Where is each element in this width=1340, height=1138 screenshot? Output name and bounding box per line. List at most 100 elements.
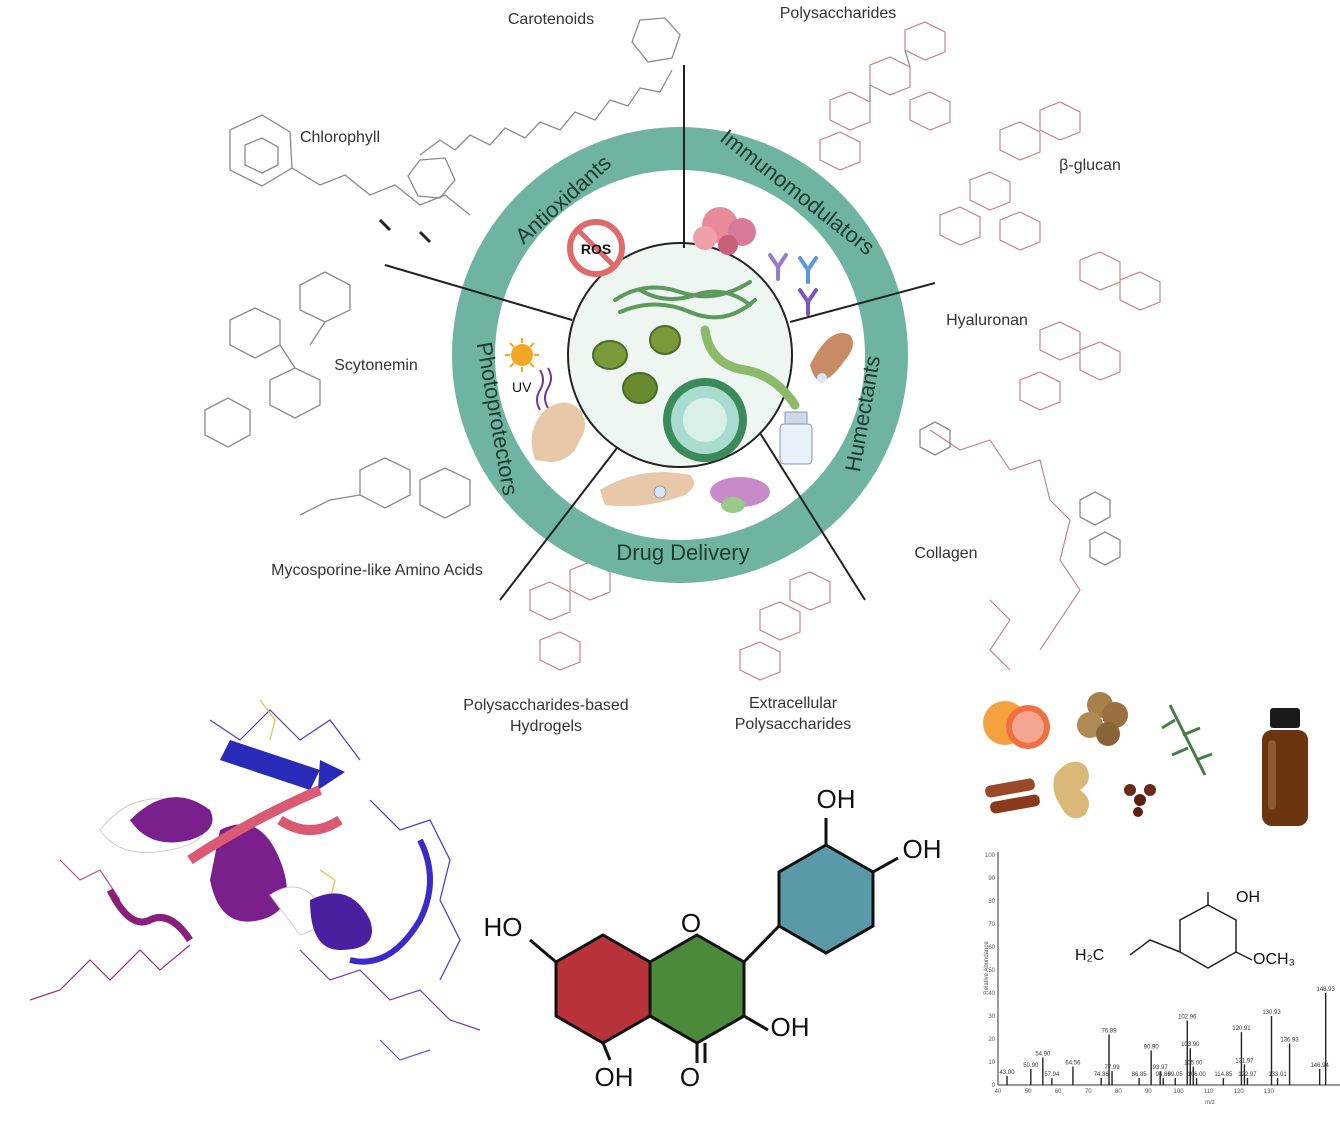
spoke-left: [384, 264, 573, 321]
ms-y-tick-label: 30: [988, 1014, 995, 1020]
label-collagen: Collagen: [914, 545, 977, 562]
hyaluronan-structure-icon: [1019, 251, 1161, 411]
arm-patch-icon: [600, 472, 694, 507]
eugenol-structure: OH H₂C OCH₃: [1075, 889, 1295, 969]
mycosporine-structure-icon: [299, 457, 471, 519]
ms-x-tick-label: 70: [1085, 1089, 1092, 1095]
grapefruit-icon: [983, 701, 1050, 749]
ms-y-tick-label: 100: [985, 853, 996, 859]
flavonoid-ring-a-icon: [554, 933, 652, 1045]
flavonoid-oh-top: OH: [817, 784, 856, 814]
ms-peak-label: 114.85: [1214, 1072, 1233, 1078]
flavonoid-structure: OH OH HO O OH OH O: [484, 784, 942, 1092]
collagen-structure-icon: [919, 421, 1121, 671]
immune-cells-icon: [693, 207, 756, 255]
applications-wheel: Antioxidants Immunomodulators Humectants…: [384, 65, 936, 601]
chlorophyll-structure-icon: [229, 114, 471, 244]
ms-peak-label: 130.93: [1262, 1010, 1281, 1016]
flavonoid-o-ring: O: [681, 908, 701, 938]
ms-y-tick-label: 80: [988, 899, 995, 905]
ms-y-tick-label: 70: [988, 922, 995, 928]
ms-peak-label: 93.97: [1153, 1065, 1169, 1071]
label-polysaccharides: Polysaccharides: [780, 5, 897, 22]
ms-x-tick-label: 50: [1025, 1089, 1032, 1095]
ms-peak-label: 146.94: [1310, 1063, 1329, 1069]
diatom-icon: [663, 378, 747, 462]
flavonoid-oh-bottom: OH: [595, 1062, 634, 1092]
cloves-icon: [1124, 784, 1156, 817]
ms-x-tick-label: 90: [1145, 1089, 1152, 1095]
flavonoid-ring-b-icon: [777, 843, 875, 955]
label-chlorophyll: Chlorophyll: [300, 129, 380, 146]
ms-peak-label: 136.93: [1280, 1038, 1299, 1044]
ms-peak-label: 99.05: [1168, 1072, 1184, 1078]
nuts-icon: [1077, 692, 1128, 746]
scytonemin-structure-icon: [204, 271, 351, 448]
label-hydrogels-line2: Hydrogels: [510, 718, 582, 735]
protein-ribbon-icon: [29, 699, 481, 1061]
ms-x-tick-label: 80: [1115, 1089, 1122, 1095]
spices-group: [983, 692, 1308, 826]
face-icon: [531, 402, 585, 462]
ms-peaks: 43.0050.9054.9057.9464.5674.3676.8977.99…: [1000, 987, 1336, 1085]
ms-peak-label: 90.90: [1144, 1045, 1160, 1051]
flavonoid-ring-c-icon: [648, 933, 746, 1045]
ms-peak-label: 76.89: [1102, 1028, 1118, 1034]
ms-y-tick-label: 20: [988, 1037, 995, 1043]
antibody-icon: [768, 253, 818, 316]
organ-icon: [710, 477, 770, 513]
ms-peak-label: 122.97: [1238, 1072, 1257, 1078]
label-carotenoids: Carotenoids: [508, 11, 594, 28]
uv-rays-icon: [536, 367, 552, 411]
label-hydrogels-line1: Polysaccharides-based: [463, 697, 628, 714]
ms-peak-label: 57.94: [1044, 1072, 1060, 1078]
ros-badge-icon: ROS: [567, 219, 625, 277]
rosemary-icon: [1161, 704, 1213, 776]
ms-x-tick-label: 130: [1264, 1089, 1275, 1095]
eugenol-oh: OH: [1236, 889, 1260, 906]
ms-peak-label: 106.00: [1187, 1072, 1206, 1078]
ms-peak-label: 120.91: [1232, 1026, 1251, 1032]
ms-peak-label: 148.93: [1316, 987, 1335, 993]
vial-icon: [779, 411, 813, 465]
sun-icon: [505, 338, 539, 372]
ms-x-tick-label: 60: [1055, 1089, 1062, 1095]
ms-peak-label: 43.00: [1000, 1070, 1016, 1076]
ms-peak-label: 133.01: [1268, 1072, 1287, 1078]
spiral-filament-icon: [700, 325, 800, 410]
label-beta-glucan: β-glucan: [1059, 157, 1121, 174]
molecule-labels: Carotenoids Polysaccharides Chlorophyll …: [271, 5, 1121, 735]
label-mycosporine: Mycosporine-like Amino Acids: [271, 562, 483, 579]
cinnamon-icon: [985, 778, 1040, 814]
ms-peak-label: 94.86: [1156, 1072, 1172, 1078]
ms-y-tick-label: 50: [988, 968, 995, 974]
hand-icon: [810, 333, 854, 383]
ms-peak-label: 50.90: [1023, 1063, 1039, 1069]
ms-peak-label: 102.96: [1178, 1015, 1197, 1021]
ms-y-tick-label: 90: [988, 876, 995, 882]
polysaccharide-structure-icon: [819, 21, 951, 171]
eugenol-och3: OCH₃: [1253, 951, 1295, 968]
spoke-bottom-right: [759, 432, 866, 601]
ms-y-tick-label: 60: [988, 945, 995, 951]
extracellular-polysaccharide-icon: [739, 571, 831, 681]
ms-y-tick-label: 40: [988, 991, 995, 997]
amber-bottle-icon: [1262, 708, 1308, 826]
uv-label: UV: [512, 379, 532, 395]
ms-x-tick-label: 100: [1174, 1089, 1185, 1095]
flavonoid-oh-mid-right: OH: [771, 1012, 810, 1042]
label-extracellular-line1: Extracellular: [749, 695, 838, 712]
label-scytonemin: Scytonemin: [334, 357, 418, 374]
ms-peak-label: 74.36: [1094, 1072, 1110, 1078]
mass-spectrum: Relative Abundance m/z 10090807060504030…: [984, 852, 1340, 1106]
label-extracellular-line2: Polysaccharides: [735, 716, 852, 733]
ms-peak-label: 121.97: [1235, 1058, 1254, 1064]
flavonoid-oh-right: OH: [903, 834, 942, 864]
ms-x-tick-label: 120: [1234, 1089, 1245, 1095]
segment-drug-delivery: Drug Delivery: [616, 540, 749, 565]
ros-label: ROS: [581, 241, 611, 257]
